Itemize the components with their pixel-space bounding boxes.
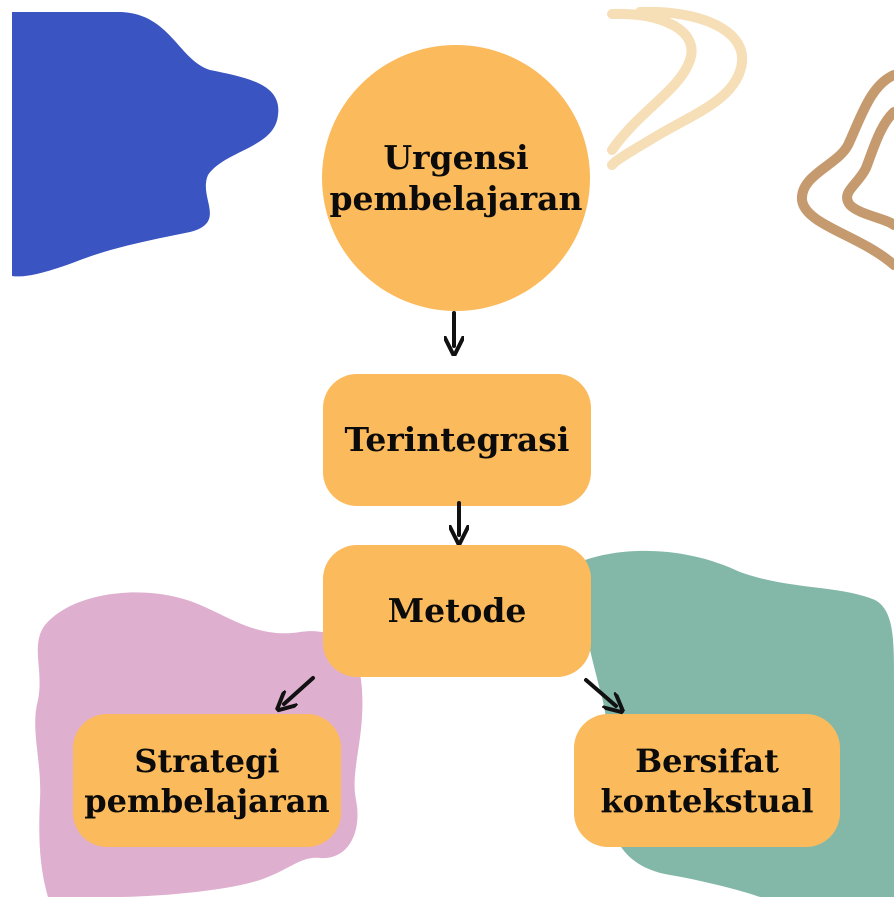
node-terintegrasi-label: Terintegrasi <box>344 420 570 460</box>
node-urgensi-label: Urgensi pembelajaran <box>329 137 583 218</box>
node-strategi-label: Strategi pembelajaran <box>84 741 330 820</box>
node-urgensi-pembelajaran: Urgensi pembelajaran <box>322 45 590 311</box>
node-metode: Metode <box>323 545 591 677</box>
blue-blob <box>12 12 279 277</box>
node-metode-label: Metode <box>387 591 527 631</box>
node-terintegrasi: Terintegrasi <box>323 374 591 506</box>
brown-squiggle <box>797 70 894 270</box>
node-bersifat-label: Bersifat kontekstual <box>600 741 814 820</box>
node-bersifat-kontekstual: Bersifat kontekstual <box>574 714 840 847</box>
node-strategi-pembelajaran: Strategi pembelajaran <box>73 714 341 847</box>
light-squiggle <box>607 6 748 170</box>
